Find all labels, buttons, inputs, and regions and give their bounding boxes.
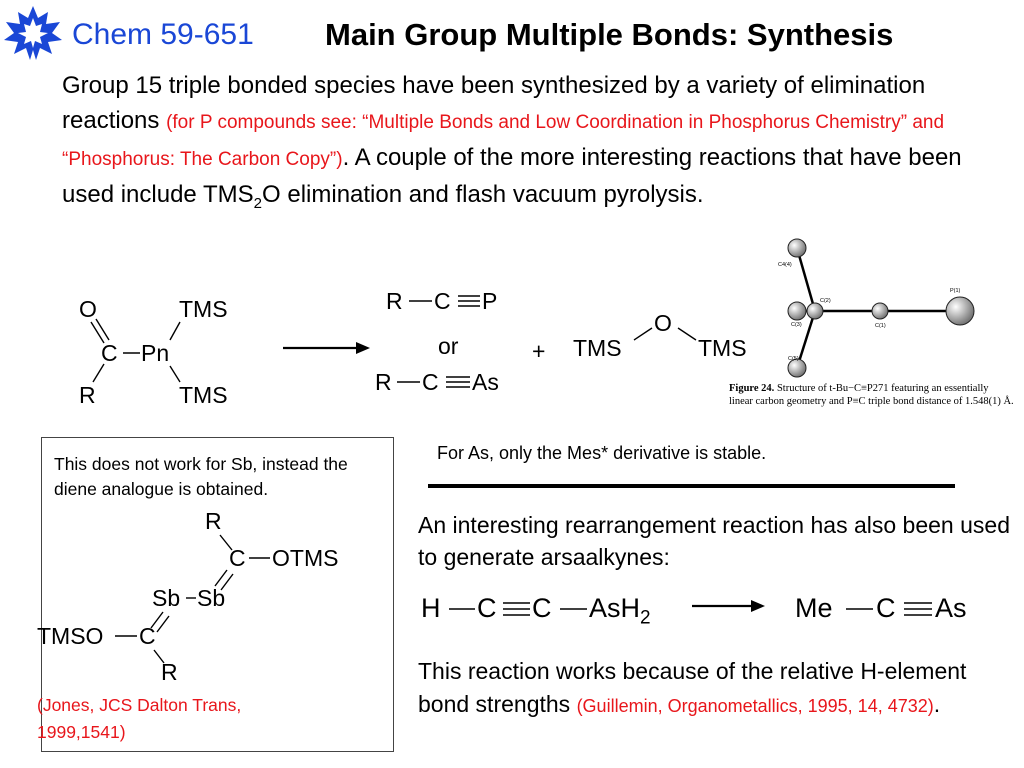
atom-label-c5: C(5) [788,356,799,362]
rearr-product-c: C [876,593,896,623]
reactant-tms-top: TMS [179,296,228,322]
arsenic-note: For As, only the Mes* derivative is stab… [437,443,767,463]
slide-title: Main Group Multiple Bonds: Synthesis [325,17,894,52]
phosphaalkyne-p: P [482,288,498,314]
antimony-note-box [41,437,394,752]
plus-sign: + [532,338,546,364]
reactant-pnictogen: Pn [141,340,170,366]
byproduct-tms-left: TMS [573,335,622,361]
diene-r-bottom: R [161,659,178,685]
atom-label-c1: C(1) [875,323,886,329]
reactant-carbon: C [101,340,118,366]
arsaalkyne-c: C [422,369,439,395]
rearrangement-text: An interesting rearrangement reaction ha… [418,512,1010,570]
figure-caption: Figure 24. Structure of t-Bu−C≡P271 feat… [729,382,1014,408]
diene-c-top: C [229,545,246,571]
guillemin-citation: (Guillemin, Organometallics, 1995, 14, 4… [576,696,934,716]
figure-caption-text: Structure of t-Bu−C≡P271 featuring an es… [729,383,1014,407]
crystal-structure-image: C4(4) C(2) C(3) C(5) C(1) P(1) [778,238,975,378]
diene-c-bottom: C [139,623,156,649]
byproduct-oxygen: O [654,310,672,336]
jones-citation: (Jones, JCS Dalton Trans, 1999,1541) [37,695,242,742]
diene-otms: OTMS [272,545,339,571]
phosphaalkyne-r: R [386,288,403,314]
intro-subscript: 2 [253,194,263,212]
diene-r-top: R [205,508,222,534]
atom-label-c4: C4(4) [778,262,792,268]
intro-paragraph: Group 15 triple bonded species have been… [62,68,962,221]
intro-text-1: Group 15 triple bonded species have been… [62,72,926,134]
arsaalkyne-r: R [375,369,392,395]
rearr-ash: AsH2 [589,593,651,629]
figure-caption-label: Figure 24. [729,383,775,394]
or-label: or [438,333,459,359]
rearr-ash-subscript: 2 [640,607,651,629]
intro-reference: (for P compounds see: “Multiple Bonds an… [62,112,945,170]
conclusion-text: This reaction works because of the relat… [418,658,967,717]
rearr-me: Me [795,593,833,623]
intro-text-2: . A couple of the more interesting react… [62,144,962,208]
course-code: Chem 59-651 [72,18,254,51]
atom-label-c2: C(2) [820,298,831,304]
diene-sb-left: Sb [152,585,181,611]
antimony-note: This does not work for Sb, instead the d… [54,454,348,499]
atom-label-c3: C(3) [791,322,802,328]
reactant-r: R [79,382,96,408]
rearr-c1: C [477,593,497,623]
reactant-tms-bottom: TMS [179,382,228,408]
diene-tmso: TMSO [37,623,104,649]
rearr-h: H [421,593,441,623]
rearr-ash-text: AsH [589,593,641,623]
reactant-oxygen: O [79,296,97,322]
atom-label-p1: P(1) [950,288,961,294]
phosphaalkyne-c: C [434,288,451,314]
rearr-product-as: As [935,593,967,623]
byproduct-tms-right: TMS [698,335,747,361]
conclusion-end: . [933,691,941,717]
diene-sb-right: Sb [197,585,226,611]
maple-leaf-logo-icon [4,6,62,60]
rearr-c2: C [532,593,552,623]
conclusion-paragraph: This reaction works because of the relat… [418,655,1018,723]
intro-text-3: O elimination and flash vacuum pyrolysis… [262,181,704,208]
arsaalkyne-as: As [472,369,499,395]
